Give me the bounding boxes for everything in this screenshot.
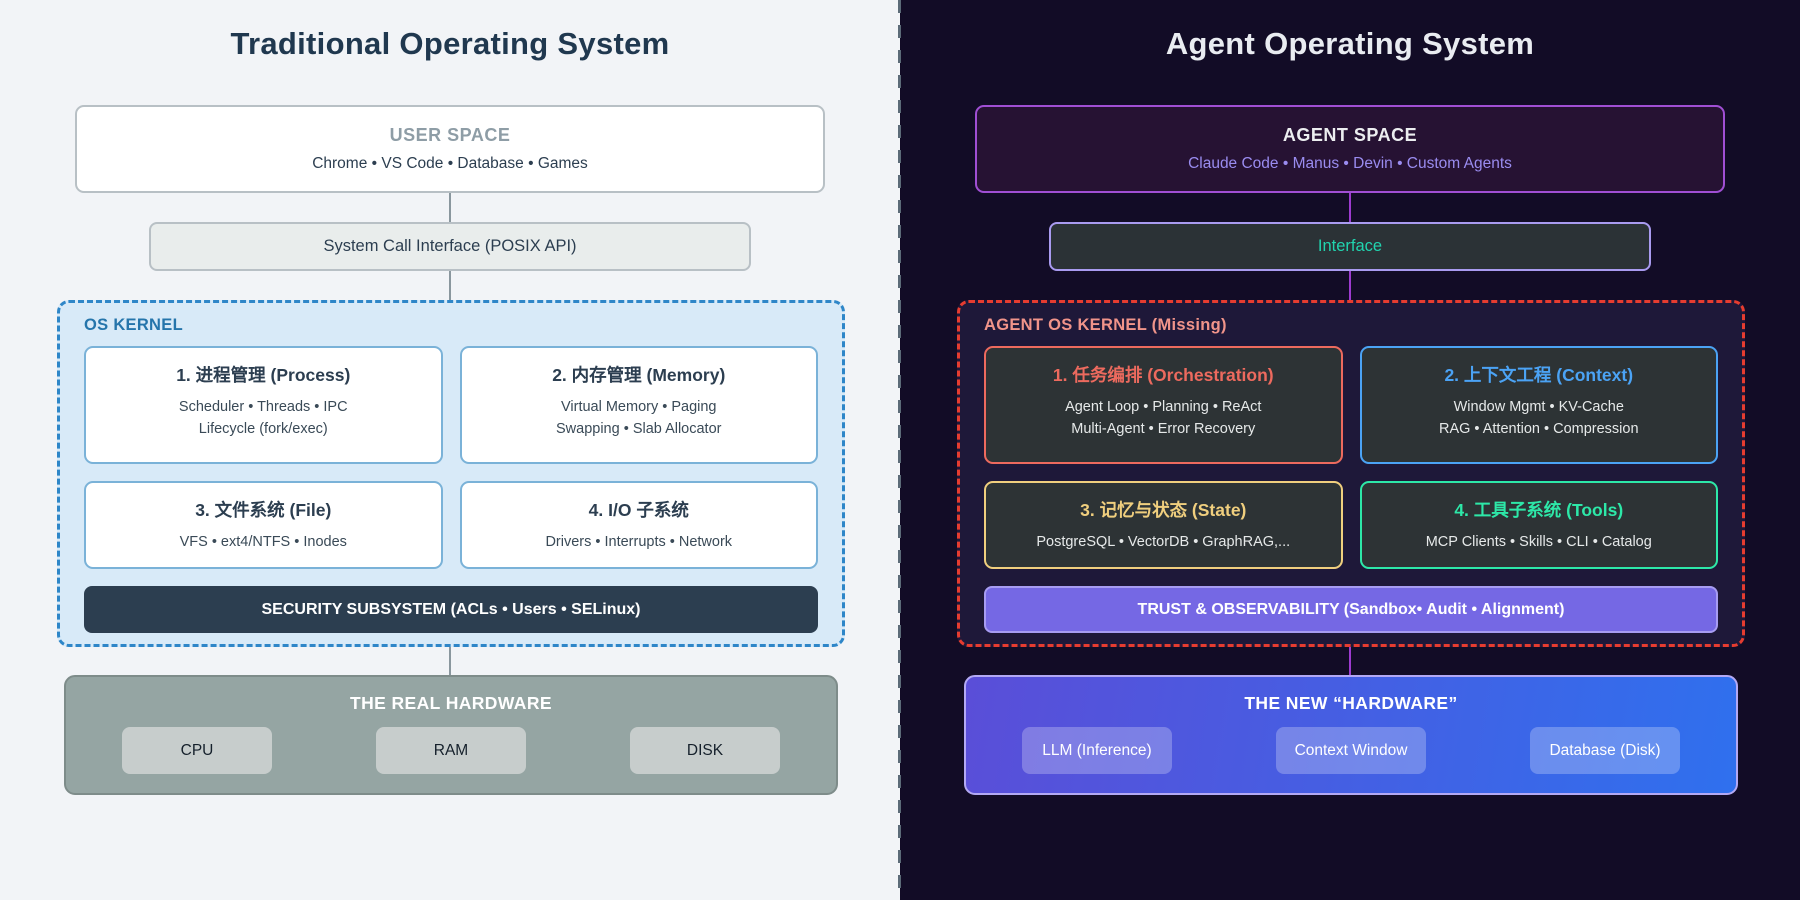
agent-os-panel: Agent Operating System AGENT SPACE Claud… [900, 0, 1800, 900]
kernel-card-line: RAG • Attention • Compression [1438, 421, 1639, 437]
trust-observability-bar: TRUST & OBSERVABILITY (Sandbox• Audit • … [984, 586, 1718, 633]
user-space-box: USER SPACE Chrome • VS Code • Database •… [75, 105, 825, 193]
kernel-card-line: PostgreSQL • VectorDB • GraphRAG,... [1036, 534, 1291, 550]
kernel-card-grid: 1. 任务编排 (Orchestration) Agent Loop • Pla… [984, 346, 1718, 569]
kernel-card-line: Swapping • Slab Allocator [556, 421, 722, 437]
kernel-card-title: 4. 工具子系统 (Tools) [1454, 500, 1624, 520]
connector-line [1349, 193, 1351, 222]
connector-line [1349, 271, 1351, 300]
hardware-chip-llm: LLM (Inference) [1022, 727, 1172, 774]
user-space-label: USER SPACE [389, 125, 511, 145]
kernel-card-title: 1. 进程管理 (Process) [176, 365, 351, 385]
agent-os-kernel-container: AGENT OS KERNEL (Missing) 1. 任务编排 (Orche… [957, 300, 1745, 647]
kernel-card-file: 3. 文件系统 (File) VFS • ext4/NTFS • Inodes [84, 481, 443, 569]
kernel-card-title: 3. 文件系统 (File) [195, 500, 332, 520]
kernel-card-orchestration: 1. 任务编排 (Orchestration) Agent Loop • Pla… [984, 346, 1343, 464]
traditional-os-panel: Traditional Operating System USER SPACE … [57, 26, 845, 795]
kernel-card-grid: 1. 进程管理 (Process) Scheduler • Threads • … [84, 346, 818, 569]
kernel-card-line: Drivers • Interrupts • Network [545, 534, 733, 550]
hardware-chip-row: CPU RAM DISK [66, 727, 836, 774]
hardware-chip-cpu: CPU [122, 727, 272, 774]
center-divider [898, 0, 901, 900]
connector-line [449, 193, 451, 222]
kernel-card-tools: 4. 工具子系统 (Tools) MCP Clients • Skills • … [1359, 481, 1718, 569]
kernel-card-title: 4. I/O 子系统 [588, 500, 689, 520]
kernel-card-line: VFS • ext4/NTFS • Inodes [179, 534, 347, 550]
kernel-card-title: 2. 内存管理 (Memory) [552, 365, 726, 385]
kernel-card-title: 2. 上下文工程 (Context) [1444, 365, 1634, 385]
real-hardware-box: THE REAL HARDWARE CPU RAM DISK [64, 675, 838, 795]
agent-space-label: AGENT SPACE [1282, 125, 1418, 145]
agent-space-box: AGENT SPACE Claude Code • Manus • Devin … [975, 105, 1725, 193]
hardware-chip-disk: DISK [630, 727, 780, 774]
kernel-card-line: Scheduler • Threads • IPC [178, 399, 348, 415]
new-hardware-box: THE NEW “HARDWARE” LLM (Inference) Conte… [964, 675, 1738, 795]
panel-title: Agent Operating System [1165, 26, 1535, 61]
hardware-chip-ram: RAM [376, 727, 526, 774]
kernel-card-line: Agent Loop • Planning • ReAct [1065, 399, 1262, 415]
kernel-card-state: 3. 记忆与状态 (State) PostgreSQL • VectorDB •… [984, 481, 1343, 569]
agent-space-items: Claude Code • Manus • Devin • Custom Age… [1188, 155, 1512, 172]
user-space-items: Chrome • VS Code • Database • Games [312, 155, 588, 172]
agent-os-kernel-label: AGENT OS KERNEL (Missing) [984, 316, 1227, 334]
hardware-chip-database: Database (Disk) [1530, 727, 1680, 774]
kernel-card-context: 2. 上下文工程 (Context) Window Mgmt • KV-Cach… [1359, 346, 1718, 464]
kernel-card-line: Lifecycle (fork/exec) [198, 421, 328, 437]
system-call-interface-box: System Call Interface (POSIX API) [149, 222, 751, 271]
kernel-card-process: 1. 进程管理 (Process) Scheduler • Threads • … [84, 346, 443, 464]
connector-line [449, 271, 451, 300]
hardware-chip-context-window: Context Window [1276, 727, 1426, 774]
kernel-card-title: 1. 任务编排 (Orchestration) [1052, 365, 1274, 385]
interface-box: Interface [1049, 222, 1651, 271]
kernel-card-title: 3. 记忆与状态 (State) [1080, 500, 1247, 520]
os-kernel-label: OS KERNEL [84, 316, 183, 334]
kernel-card-line: Virtual Memory • Paging [560, 399, 717, 415]
panel-title: Traditional Operating System [230, 26, 670, 61]
kernel-card-line: Multi-Agent • Error Recovery [1071, 421, 1256, 437]
kernel-card-line: Window Mgmt • KV-Cache [1453, 399, 1624, 415]
connector-line [1349, 647, 1351, 675]
hardware-title: THE NEW “HARDWARE” [1244, 693, 1458, 713]
kernel-card-memory: 2. 内存管理 (Memory) Virtual Memory • Paging… [459, 346, 818, 464]
kernel-card-line: MCP Clients • Skills • CLI • Catalog [1425, 534, 1652, 550]
security-subsystem-bar: SECURITY SUBSYSTEM (ACLs • Users • SELin… [84, 586, 818, 633]
hardware-chip-row: LLM (Inference) Context Window Database … [966, 727, 1736, 774]
connector-line [449, 647, 451, 675]
kernel-card-io: 4. I/O 子系统 Drivers • Interrupts • Networ… [459, 481, 818, 569]
hardware-title: THE REAL HARDWARE [350, 693, 552, 713]
os-kernel-container: OS KERNEL 1. 进程管理 (Process) Scheduler • … [57, 300, 845, 647]
